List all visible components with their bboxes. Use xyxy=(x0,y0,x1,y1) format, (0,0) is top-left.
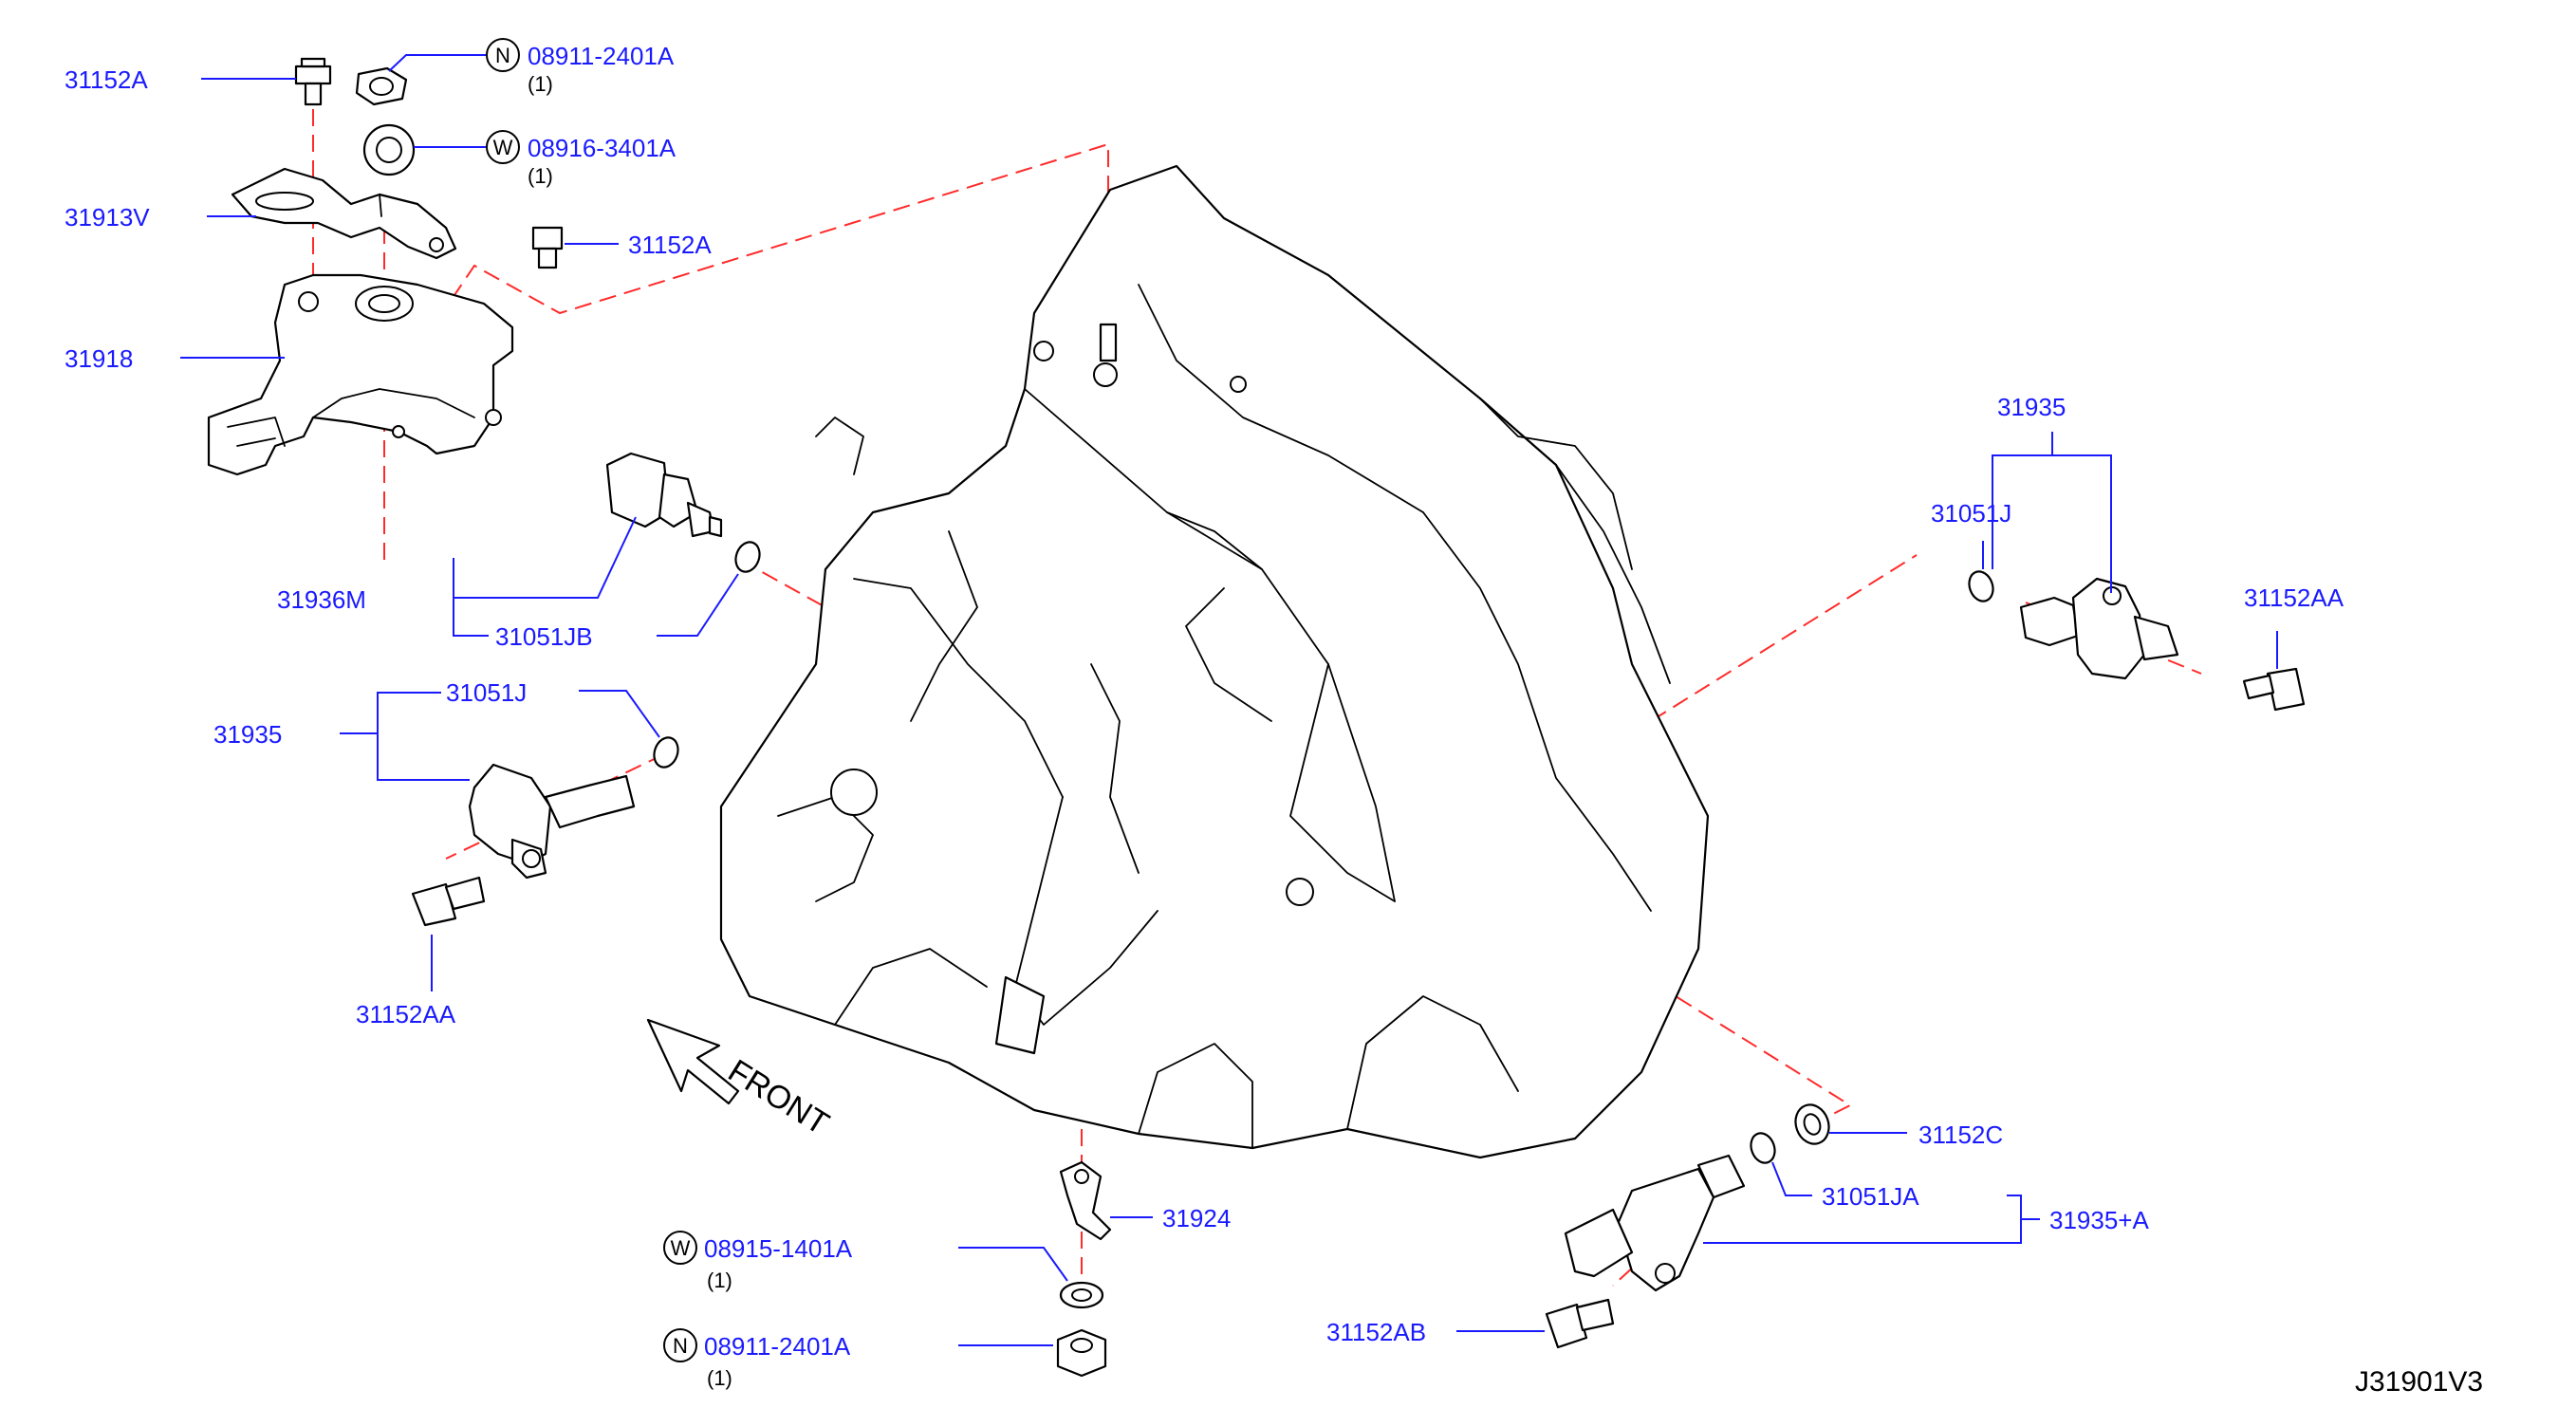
label-08915-1401a: 08915-1401A xyxy=(704,1234,853,1263)
sensor-31936m-icon xyxy=(605,452,723,538)
svg-text:N: N xyxy=(495,44,510,67)
o-ring-31051ja-icon xyxy=(1750,1132,1776,1164)
part-labels: 31152A 08911-2401A 08916-3401A 31913V 31… xyxy=(65,42,2344,1361)
bracket-31913v-icon xyxy=(231,167,457,260)
label-31051ja: 31051JA xyxy=(1822,1182,1919,1211)
label-31152c: 31152C xyxy=(1918,1121,2003,1149)
bolt-31152aa-left-icon xyxy=(411,876,486,927)
prefix-n-bottom: N xyxy=(663,1328,697,1362)
nut-08911-top-icon xyxy=(355,66,408,106)
qty-08911-top: (1) xyxy=(528,72,553,96)
quantities: (1) (1) (1) (1) xyxy=(528,72,732,1390)
o-ring-31051jb-icon xyxy=(734,541,761,573)
label-31051j-left: 31051J xyxy=(446,678,527,707)
label-31152aa-right: 31152AA xyxy=(2244,584,2344,612)
label-31152a-top: 31152A xyxy=(65,65,148,94)
bolt-31152ab-icon xyxy=(1545,1298,1615,1349)
prefix-n-top: N xyxy=(486,38,520,72)
transmission-housing xyxy=(719,164,1710,1159)
qty-08916: (1) xyxy=(528,164,553,188)
front-label: FRONT xyxy=(722,1053,835,1142)
label-31152ab: 31152AB xyxy=(1326,1318,1426,1346)
label-31051jb: 31051JB xyxy=(495,622,593,651)
label-31936m: 31936M xyxy=(277,585,366,614)
label-08911-2401a-top: 08911-2401A xyxy=(528,42,675,70)
bolt-31152aa-right-icon xyxy=(2242,667,2306,712)
front-arrow-icon xyxy=(646,1018,740,1105)
svg-text:W: W xyxy=(493,136,513,159)
lock-washer-08916-icon xyxy=(362,123,416,176)
leader-lines xyxy=(180,54,2278,1346)
bolt-31152a-top-icon xyxy=(294,57,332,106)
switch-31918-icon xyxy=(207,273,514,476)
bolt-31152a-mid-icon xyxy=(531,226,564,269)
sensor-31935-right-icon xyxy=(2019,577,2179,680)
label-08916-3401a: 08916-3401A xyxy=(528,134,676,162)
prefix-w-top: W xyxy=(486,130,520,164)
label-31051j-right: 31051J xyxy=(1931,499,2011,528)
washer-08915-icon xyxy=(1059,1281,1104,1309)
qty-08911-bottom: (1) xyxy=(707,1366,732,1390)
label-31918: 31918 xyxy=(65,344,133,373)
o-ring-31051j-right-icon xyxy=(1968,570,1994,602)
prefix-w-bottom: W xyxy=(663,1231,697,1265)
bracket-31924-icon xyxy=(1059,1160,1112,1241)
label-31935-left: 31935 xyxy=(213,720,282,749)
qty-08915: (1) xyxy=(707,1269,732,1292)
label-31152aa-left: 31152AA xyxy=(356,1000,456,1028)
diagram-code: J31901V3 xyxy=(2355,1366,2483,1398)
sensor-31935-left-icon xyxy=(468,763,636,880)
svg-text:W: W xyxy=(671,1236,691,1260)
label-31152a-mid: 31152A xyxy=(628,231,712,259)
label-31935-right: 31935 xyxy=(1997,393,2066,421)
washer-31152c-icon xyxy=(1794,1103,1830,1145)
label-31913v: 31913V xyxy=(65,203,150,232)
svg-text:N: N xyxy=(673,1334,688,1358)
nut-08911-bottom-icon xyxy=(1056,1328,1107,1378)
o-ring-31051j-left-icon xyxy=(653,736,679,769)
sensor-31935a-icon xyxy=(1564,1154,1746,1292)
label-08911-2401a-bottom: 08911-2401A xyxy=(704,1332,851,1361)
label-31924: 31924 xyxy=(1162,1204,1231,1232)
label-31935a: 31935+A xyxy=(2049,1206,2149,1234)
